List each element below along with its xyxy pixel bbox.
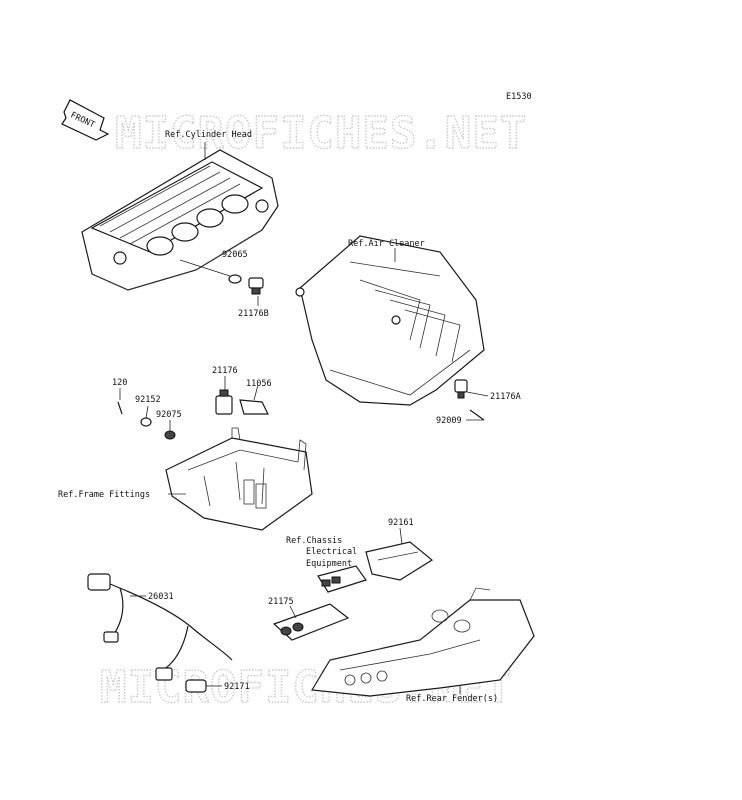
rear-fender xyxy=(311,587,535,697)
label-ref-air-cleaner: Ref.Air Cleaner xyxy=(348,239,425,249)
label-21176: 21176 xyxy=(212,366,238,376)
sensor-21176 xyxy=(215,389,233,415)
washer-92065 xyxy=(228,274,242,284)
label-26031: 26031 xyxy=(148,592,174,602)
air-cleaner xyxy=(295,235,485,406)
label-ref-cylinder-head: Ref.Cylinder Head xyxy=(165,130,252,140)
label-ref-chassis-line2: Electrical xyxy=(306,547,357,557)
label-11056: 11056 xyxy=(246,379,272,389)
sensor-21176a xyxy=(454,379,468,399)
label-92009: 92009 xyxy=(436,416,462,426)
ecu-21175 xyxy=(272,603,350,641)
label-21175: 21175 xyxy=(268,597,294,607)
diagram-code: E1530 xyxy=(506,92,532,102)
label-ref-rear-fender: Ref.Rear Fender(s) xyxy=(406,694,498,704)
label-92065: 92065 xyxy=(222,250,248,260)
front-arrow-icon: FRONT xyxy=(61,99,110,141)
watermark-top: MICROFICHES.NET xyxy=(115,108,527,159)
label-92161: 92161 xyxy=(388,518,414,528)
label-ref-chassis-line1: Ref.Chassis xyxy=(286,536,342,546)
bolt-120 xyxy=(117,401,123,415)
bracket-92161 xyxy=(365,541,434,581)
label-92152: 92152 xyxy=(135,395,161,405)
cylinder-head xyxy=(81,149,279,291)
connector-block xyxy=(317,565,367,593)
collar-92075 xyxy=(164,430,176,440)
label-ref-chassis-line3: Equipment xyxy=(306,559,352,569)
label-ref-frame-fittings: Ref.Frame Fittings xyxy=(58,490,150,500)
bracket-11056 xyxy=(239,399,269,415)
label-120: 120 xyxy=(112,378,127,388)
label-21176b: 21176B xyxy=(238,309,269,319)
label-92075: 92075 xyxy=(156,410,182,420)
sensor-21176b xyxy=(248,277,264,295)
harness-26031 xyxy=(87,573,233,681)
frame-fittings xyxy=(165,427,313,531)
screw-92009 xyxy=(469,409,485,421)
grommet-92152 xyxy=(140,417,152,427)
label-92171: 92171 xyxy=(224,682,250,692)
label-21176a: 21176A xyxy=(490,392,521,402)
clamp-92171 xyxy=(185,679,207,693)
